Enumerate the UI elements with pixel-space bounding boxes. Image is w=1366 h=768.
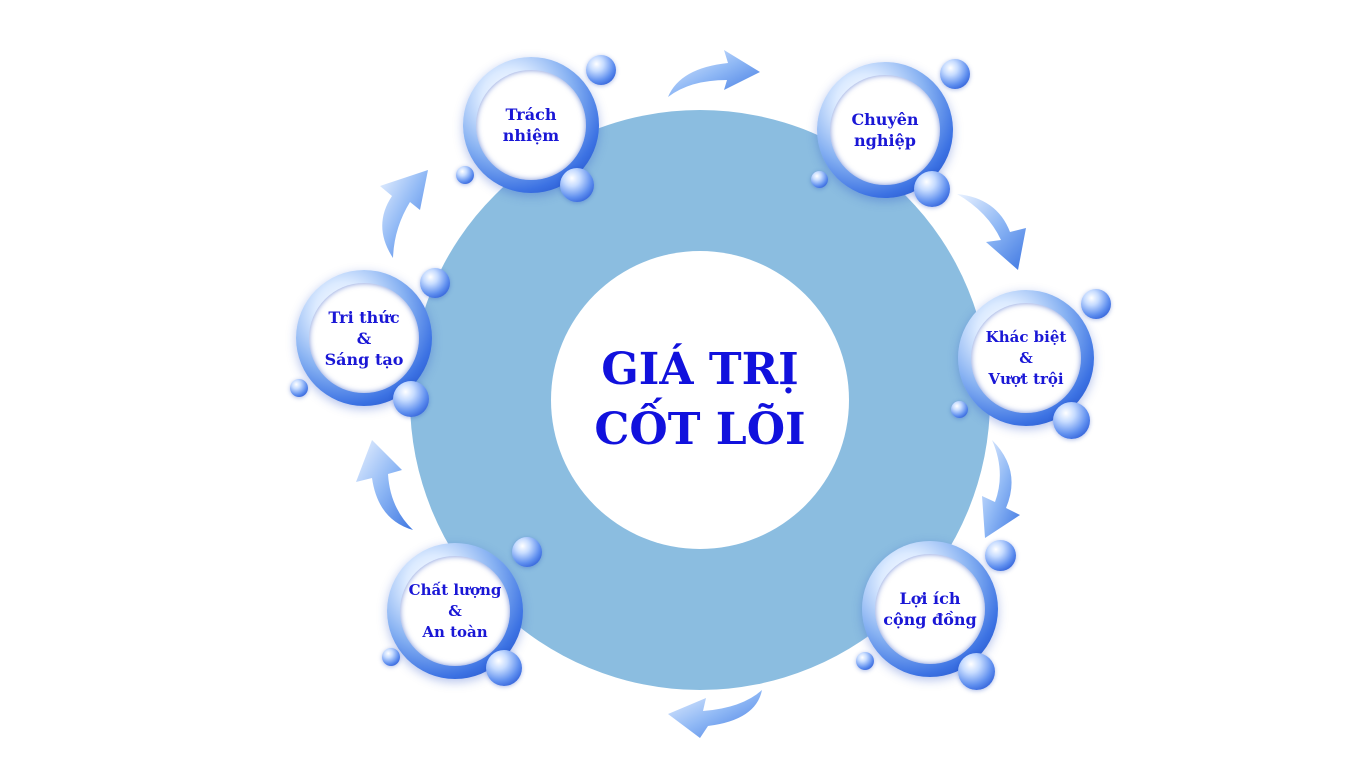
value-label-line: Tri thức: [328, 307, 400, 327]
arrow-1: [668, 50, 760, 97]
value-label-line: nghiệp: [854, 131, 916, 150]
center-title-line2: CỐT LÕI: [594, 404, 806, 455]
small-bubble: [856, 652, 874, 670]
value-label-line: Chất lượng: [408, 580, 502, 599]
small-bubble: [985, 540, 1016, 571]
value-label-line: &: [356, 328, 372, 348]
arrow-2: [957, 194, 1026, 270]
value-label-line: nhiệm: [502, 126, 560, 145]
value-label-line: &: [1019, 348, 1033, 367]
small-bubble: [290, 379, 308, 397]
value-label-line: Sáng tạo: [324, 349, 404, 369]
small-bubble: [958, 653, 995, 690]
value-label-line: Khác biệt: [985, 327, 1067, 346]
small-bubble: [586, 55, 616, 85]
small-bubble: [382, 648, 400, 666]
small-bubble: [560, 168, 594, 202]
value-label-line: cộng đồng: [883, 610, 977, 629]
small-bubble: [1081, 289, 1111, 319]
small-bubble: [1053, 402, 1090, 439]
small-bubble: [512, 537, 542, 567]
center-circle: [551, 251, 849, 549]
value-label-line: An toàn: [422, 622, 488, 641]
small-bubble: [420, 268, 450, 298]
value-label-line: &: [448, 601, 462, 620]
center-title-line1: GIÁ TRỊ: [601, 344, 799, 395]
small-bubble: [486, 650, 522, 686]
arrow-4: [668, 690, 762, 738]
arrow-5: [356, 440, 413, 530]
small-bubble: [951, 401, 968, 418]
small-bubble: [393, 381, 429, 417]
value-label-line: Vượt trội: [988, 369, 1064, 388]
value-label-line: Chuyên: [851, 110, 919, 129]
small-bubble: [940, 59, 970, 89]
center-title: GIÁ TRỊ CỐT LÕI: [551, 251, 849, 549]
value-label-line: Trách: [505, 105, 557, 124]
arrow-3: [982, 440, 1020, 538]
small-bubble: [456, 166, 474, 184]
value-label-line: Lợi ích: [899, 589, 961, 608]
small-bubble: [914, 171, 950, 207]
arrow-6: [380, 170, 428, 258]
small-bubble: [811, 171, 828, 188]
